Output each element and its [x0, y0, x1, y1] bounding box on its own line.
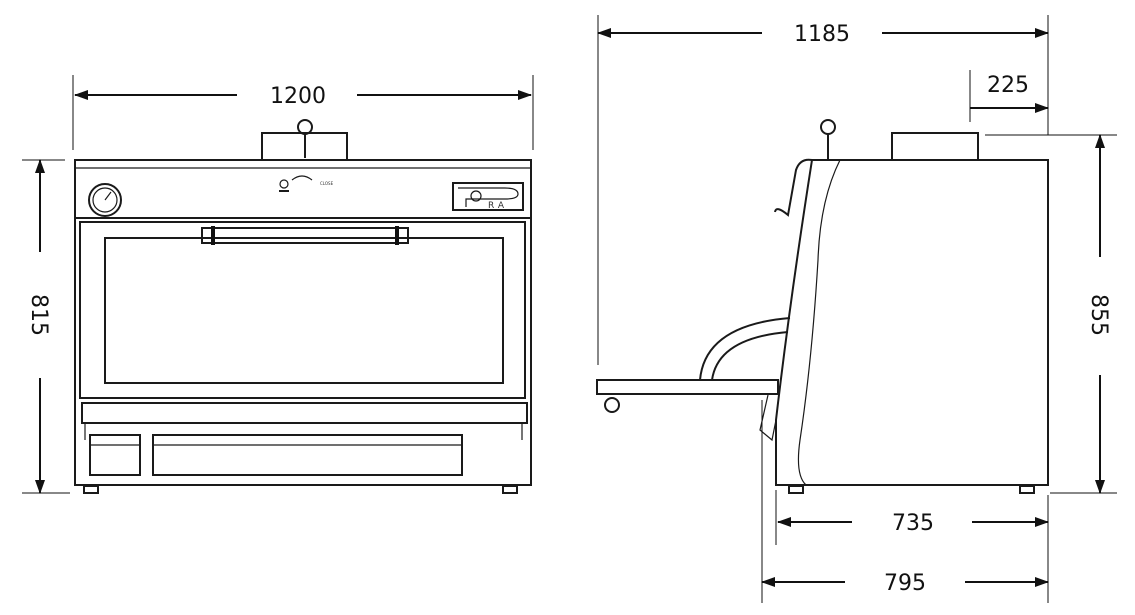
dimension-width-front: 1200: [72, 75, 534, 150]
dimension-815: 815: [26, 294, 51, 336]
foot-right: [502, 485, 518, 494]
dimension-1185-label: 1185: [794, 22, 850, 47]
dimension-855-label: 855: [1086, 294, 1111, 336]
dimension-225-label: 225: [987, 73, 1029, 98]
oven-door: [79, 221, 526, 399]
door-handle: [201, 227, 409, 244]
svg-text:RA: RA: [488, 201, 508, 211]
small-drawer: [89, 434, 141, 476]
damper-knob: [297, 119, 313, 135]
oven-body-side: [596, 119, 1049, 494]
dimension-height-front: 815: [22, 159, 70, 494]
dimension-795: 795: [761, 400, 1049, 603]
dimension-225: 225: [969, 70, 1049, 122]
damper-knob-side: [820, 119, 836, 135]
dimension-795-label: 795: [884, 571, 926, 596]
oven-body-front: CLOSE RA: [74, 119, 532, 494]
ash-tray-strip: [81, 402, 528, 424]
foot-left: [83, 485, 99, 494]
dimension-855: 855: [985, 134, 1117, 494]
chimney-side: [891, 132, 979, 161]
thermometer-gauge: [88, 183, 122, 217]
dimension-1185: 1185: [597, 15, 1049, 365]
front-view: CLOSE RA: [22, 75, 534, 494]
side-view: 1185 225 855 735 795: [596, 15, 1117, 603]
dimension-735-label: 735: [892, 511, 934, 536]
large-drawer: [152, 434, 463, 476]
tray-wheel: [604, 397, 620, 413]
close-label: CLOSE: [320, 181, 334, 186]
foot-side-back: [1019, 485, 1035, 494]
dimension-1200: 1200: [270, 84, 326, 109]
open-door-tray: [596, 379, 779, 395]
brand-logo: RA: [452, 182, 524, 211]
foot-side-front: [788, 485, 804, 494]
damper-control: CLOSE: [279, 175, 334, 192]
